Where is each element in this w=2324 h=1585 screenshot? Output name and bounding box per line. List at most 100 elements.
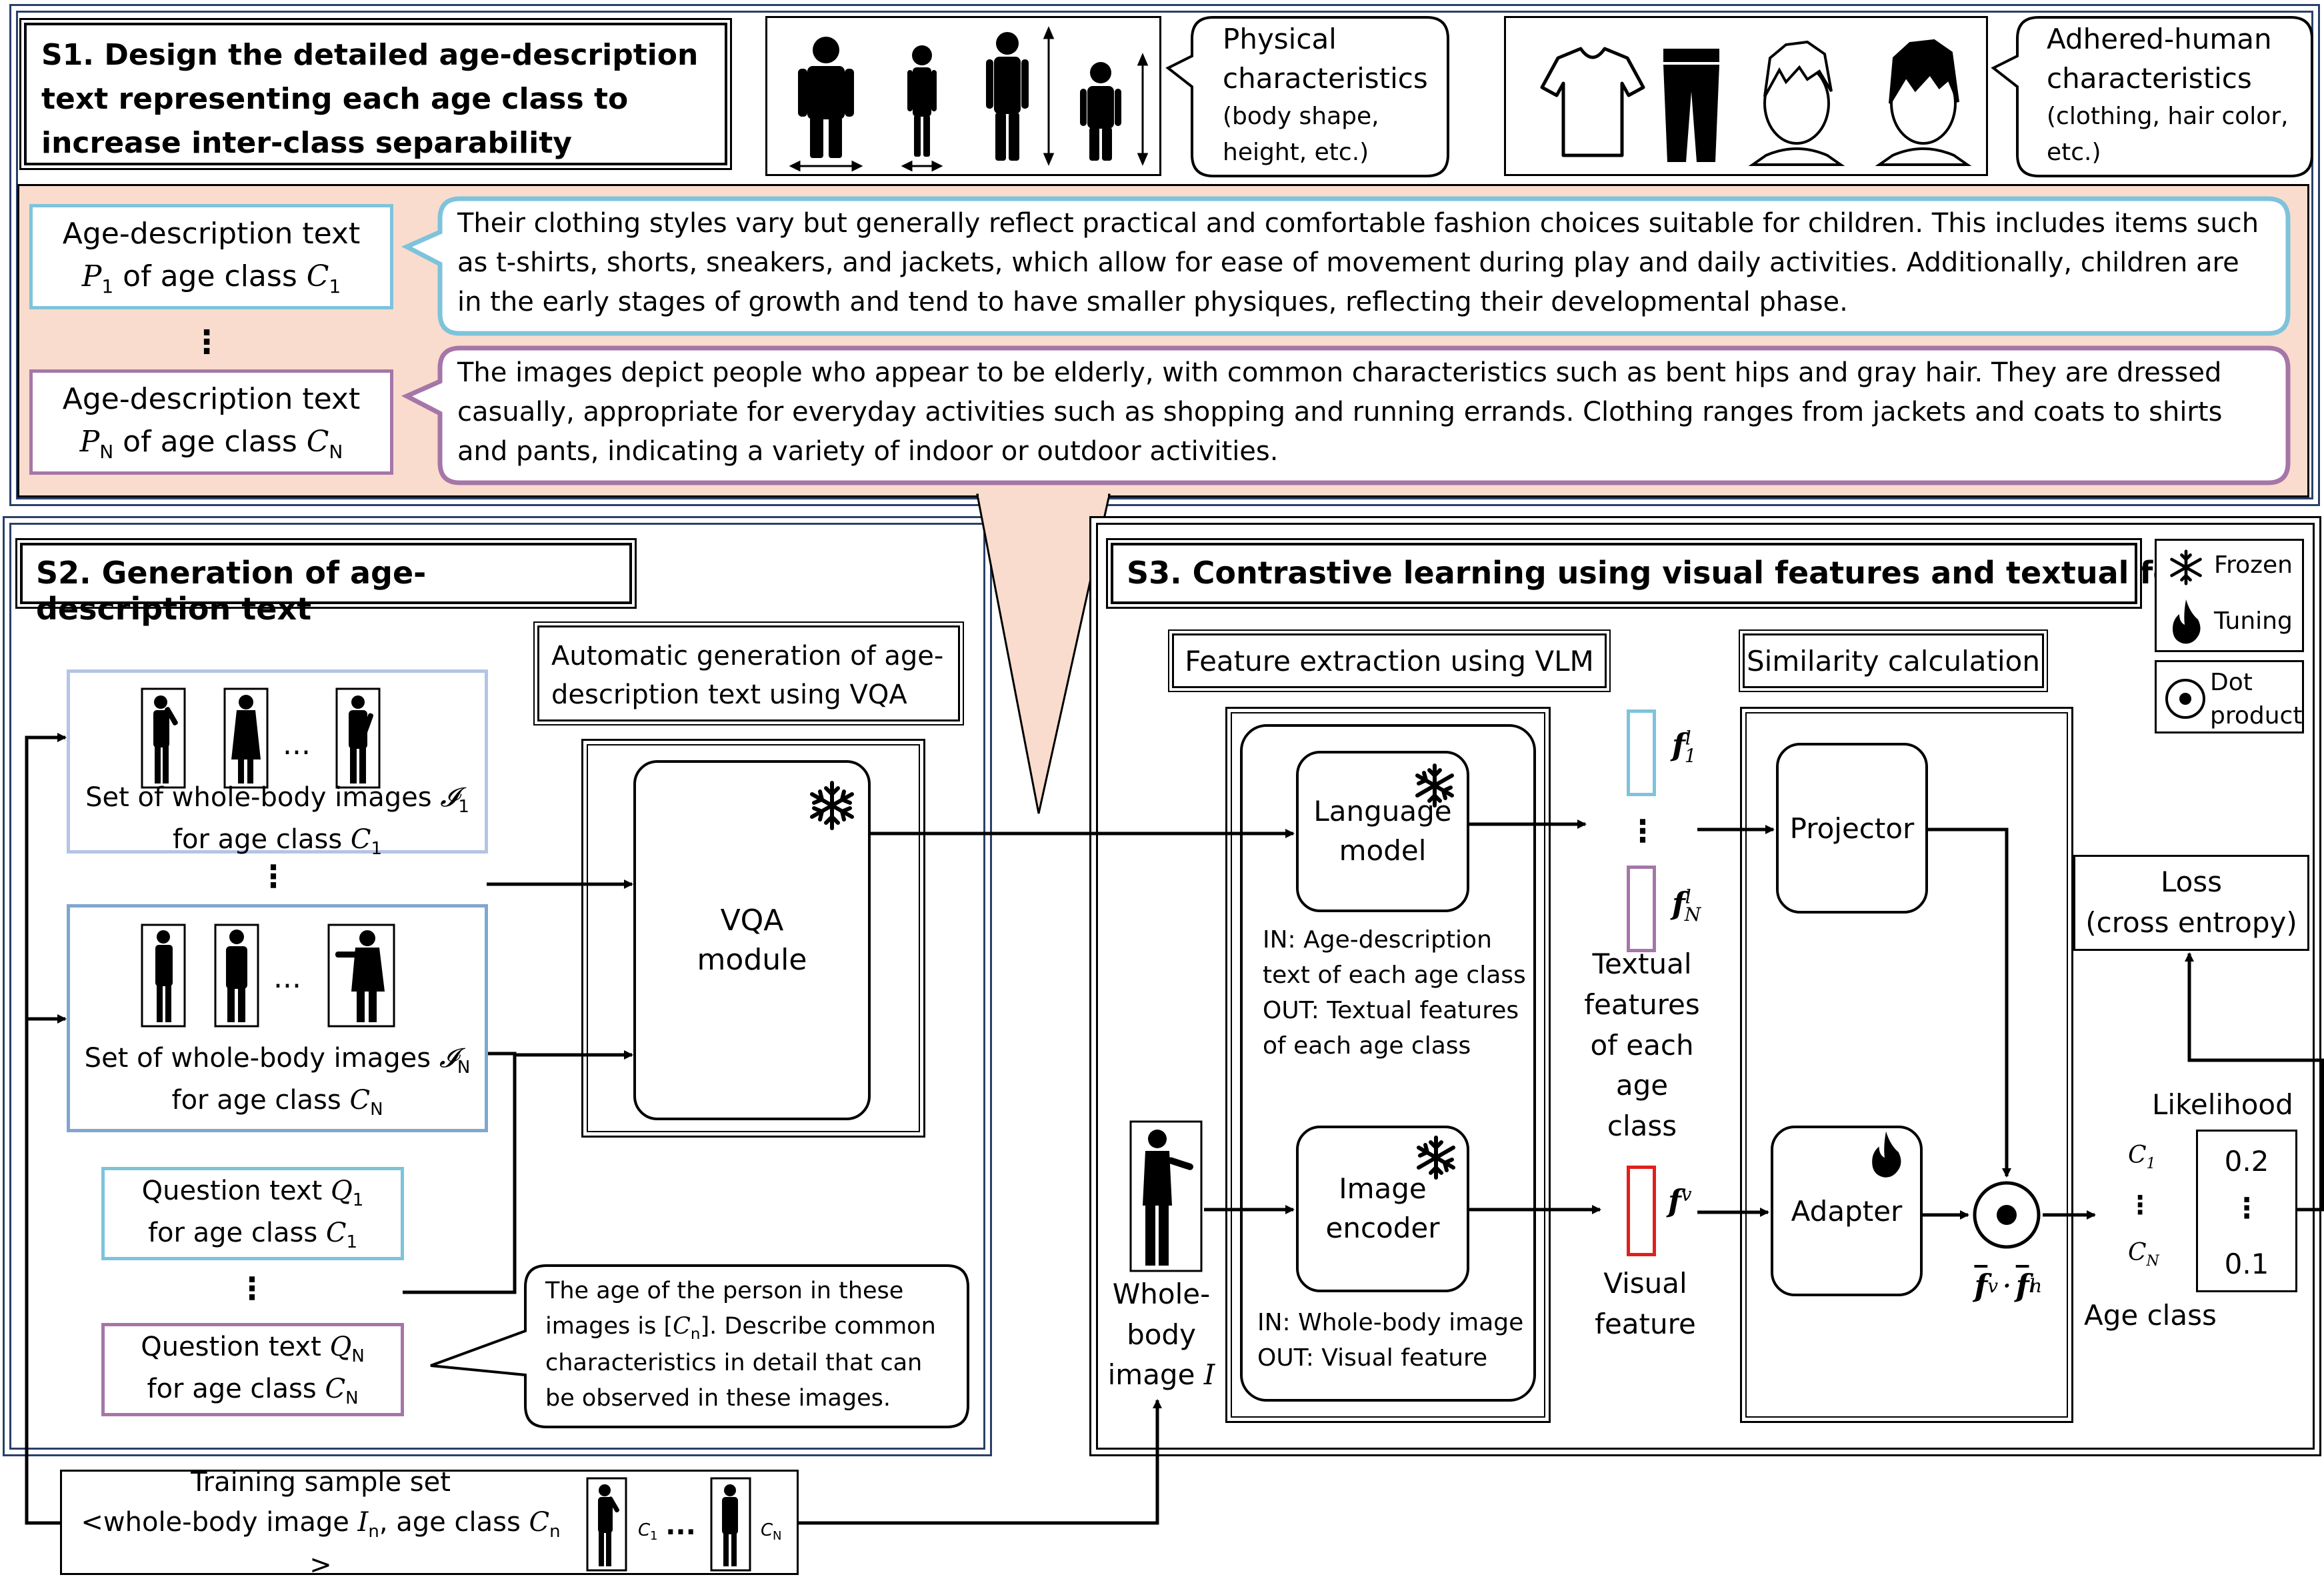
likelihood-value-n: 0.1 [2224,1247,2269,1280]
adhered-main: Adhered-human characteristics [2047,23,2272,95]
s2-vdots-questions: ⋮ [237,1270,267,1306]
adhered-icons-box [1504,16,1988,176]
person-short-icon [1080,62,1121,161]
age-class-label: Age class [2084,1299,2217,1332]
fv-symbol: fv [1668,1183,1692,1219]
age-desc-label-n: Age-description text PN of age class CN [29,369,393,475]
hair-light-icon [1748,40,1845,166]
physical-sub: (body shape, height, etc.) [1223,102,1379,166]
physical-bubble-shape [1165,16,1449,177]
snowflake-icon [1415,763,1454,808]
training-dots: ... [665,1510,696,1541]
image-set-1: ... Set of whole-body images 𝓘1 for age … [67,669,488,859]
vlm-inner-frame [1240,724,1536,1402]
training-thumbs: C 1 ... C N [586,1477,781,1572]
age-desc-label-1: Age-description text P1 of age class C1 [29,204,393,309]
prompt-text: The age of the person in these images is… [545,1278,936,1412]
vlm-outer-frame [1225,707,1551,1423]
textual-feature-bar-n [1627,866,1656,952]
s3-vdots-features: ⋮ [1627,813,1658,849]
image-set-1-thumbs: ... [141,687,381,789]
silhouette-icon [722,1484,738,1566]
whole-body-thumb [1129,1120,1203,1272]
pants-icon [1663,49,1719,162]
silhouette-icon [335,930,385,1022]
s2-title: S2. Generation of age-description text [15,538,637,627]
desc-bubble-1-shape [401,196,2291,336]
training-c1: C [638,1520,651,1540]
f1-symbol: fl1 [1672,727,1697,767]
training-c1-sub: 1 [650,1529,657,1543]
silhouette-icon [153,695,178,783]
person-tall-icon [986,32,1029,161]
legend-tuning-label: Tuning [2214,607,2293,635]
s3-title: S3. Contrastive learning using visual fe… [1106,538,2285,609]
hair-dark-icon [1875,39,1972,166]
class-c1-label: C1 [2128,1142,2156,1173]
fn-symbol: flN [1672,886,1701,926]
silhouette-icon [155,930,173,1022]
s1-title: S1. Design the detailed age-description … [19,18,732,170]
snowflake-icon [810,781,854,830]
desc-bubble-n-shape [401,345,2291,485]
likelihood-label: Likelihood [2152,1088,2293,1121]
physical-main: Physical characteristics [1223,23,1428,95]
physical-bubble: Physical characteristics (body shape, he… [1223,20,1449,173]
dot-product-icon [2165,679,2205,719]
s1-vdots: ⋮ [191,323,223,361]
s1-callout-pointer [976,493,1111,814]
auto-gen-label: Automatic generation of age-description … [533,621,964,725]
feature-extraction-label: Feature extraction using VLM [1168,629,1611,692]
whole-body-label: Whole-body image I [1107,1277,1215,1392]
training-cn: C [761,1520,773,1540]
silhouette-icon [349,695,374,783]
adhered-bubble: Adhered-human characteristics (clothing,… [2047,20,2307,173]
snowflake-icon [2170,549,2202,585]
silhouette-icon [598,1484,619,1566]
similarity-outer-frame [1740,707,2073,1423]
snowflake-icon [1417,1136,1455,1180]
question-text-n: Question text QN for age class CN [101,1323,404,1416]
projector: Projector [1776,743,1928,914]
flame-icon [2173,599,2201,644]
tshirt-icon [1540,47,1645,157]
vqa-outer-frame [581,739,925,1138]
adhered-bubble-shape [1991,16,2313,177]
textual-feature-bar-1 [1627,709,1656,796]
likelihood-vector: 0.2 ⋮ 0.1 [2196,1130,2297,1292]
adhered-sub: (clothing, hair color, etc.) [2047,102,2289,166]
legend-frozen-tuning: Frozen Tuning [2155,539,2304,652]
flame-icon [1872,1131,1901,1178]
loss-box: Loss(cross entropy) [2073,855,2309,951]
similarity-label: Similarity calculation [1739,629,2048,692]
silhouette-icon [1143,1130,1193,1266]
silhouette-icon [231,695,261,783]
class-vdots: ⋮ [2127,1190,2153,1220]
likelihood-value-1: 0.2 [2224,1144,2269,1178]
visual-feature-bar [1627,1166,1656,1256]
physical-icons-box [765,16,1161,176]
setn-ellipsis: ... [273,961,301,995]
textual-features-label: Textual features of each age class [1584,948,1700,1143]
s2-vdots-sets: ⋮ [258,858,289,894]
prompt-bubble-shape [430,1264,969,1428]
image-set-n: ... Set of whole-body images 𝓘N for age … [67,904,488,1132]
training-sample-set: Training sample set <whole-body image In… [60,1467,799,1580]
person-wide-icon [798,37,854,158]
legend-frozen-label: Frozen [2214,551,2293,579]
set1-ellipsis: ... [283,727,311,761]
class-cn-label: CN [2128,1239,2159,1270]
likelihood-vdots: ⋮ [2233,1191,2261,1224]
language-model-io: IN: Age-description text of each age cla… [1263,926,1526,1060]
dot-product-icon [1973,1181,2041,1249]
desc-text-n: The images depict people who appear to b… [457,357,2223,467]
training-cn-sub: N [773,1529,781,1543]
image-set-n-thumbs: ... [141,924,395,1028]
desc-text-1: Their clothing styles vary but generally… [457,208,2259,317]
